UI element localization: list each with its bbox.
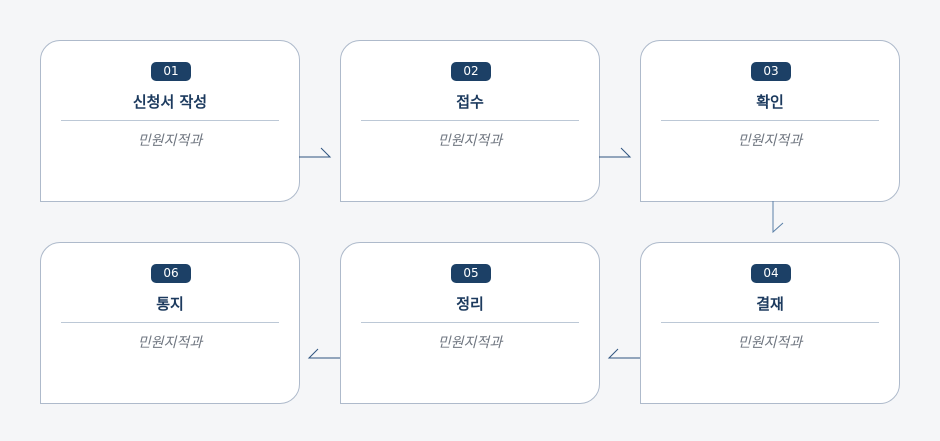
step-title: 통지: [156, 295, 184, 313]
step-card-06: 06 통지 민원지적과: [40, 242, 300, 404]
step-department: 민원지적과: [437, 335, 503, 351]
step-department: 민원지적과: [137, 335, 203, 351]
divider: [661, 120, 879, 121]
step-number-badge: 04: [751, 264, 791, 283]
step-number-badge: 06: [151, 264, 191, 283]
step-title: 신청서 작성: [132, 93, 208, 111]
arrow-right-icon: [299, 147, 332, 158]
step-card-05: 05 정리 민원지적과: [340, 242, 600, 404]
divider: [61, 120, 279, 121]
step-number-badge: 05: [451, 264, 491, 283]
step-card-02: 02 접수 민원지적과: [340, 40, 600, 202]
step-card-04: 04 결재 민원지적과: [640, 242, 900, 404]
step-title: 접수: [456, 93, 484, 111]
arrow-left-icon: [307, 348, 340, 359]
divider: [61, 322, 279, 323]
divider: [361, 120, 579, 121]
step-number-badge: 01: [151, 62, 191, 81]
step-title: 확인: [756, 93, 784, 111]
arrow-left-icon: [607, 348, 640, 359]
step-number-badge: 03: [751, 62, 791, 81]
step-department: 민원지적과: [437, 133, 503, 149]
step-title: 정리: [456, 295, 484, 313]
step-card-03: 03 확인 민원지적과: [640, 40, 900, 202]
arrow-right-icon: [599, 147, 632, 158]
step-card-01: 01 신청서 작성 민원지적과: [40, 40, 300, 202]
step-number-badge: 02: [451, 62, 491, 81]
divider: [361, 322, 579, 323]
step-department: 민원지적과: [737, 335, 803, 351]
arrow-down-icon: [772, 201, 784, 234]
step-title: 결재: [756, 295, 784, 313]
divider: [661, 322, 879, 323]
step-department: 민원지적과: [737, 133, 803, 149]
step-department: 민원지적과: [137, 133, 203, 149]
